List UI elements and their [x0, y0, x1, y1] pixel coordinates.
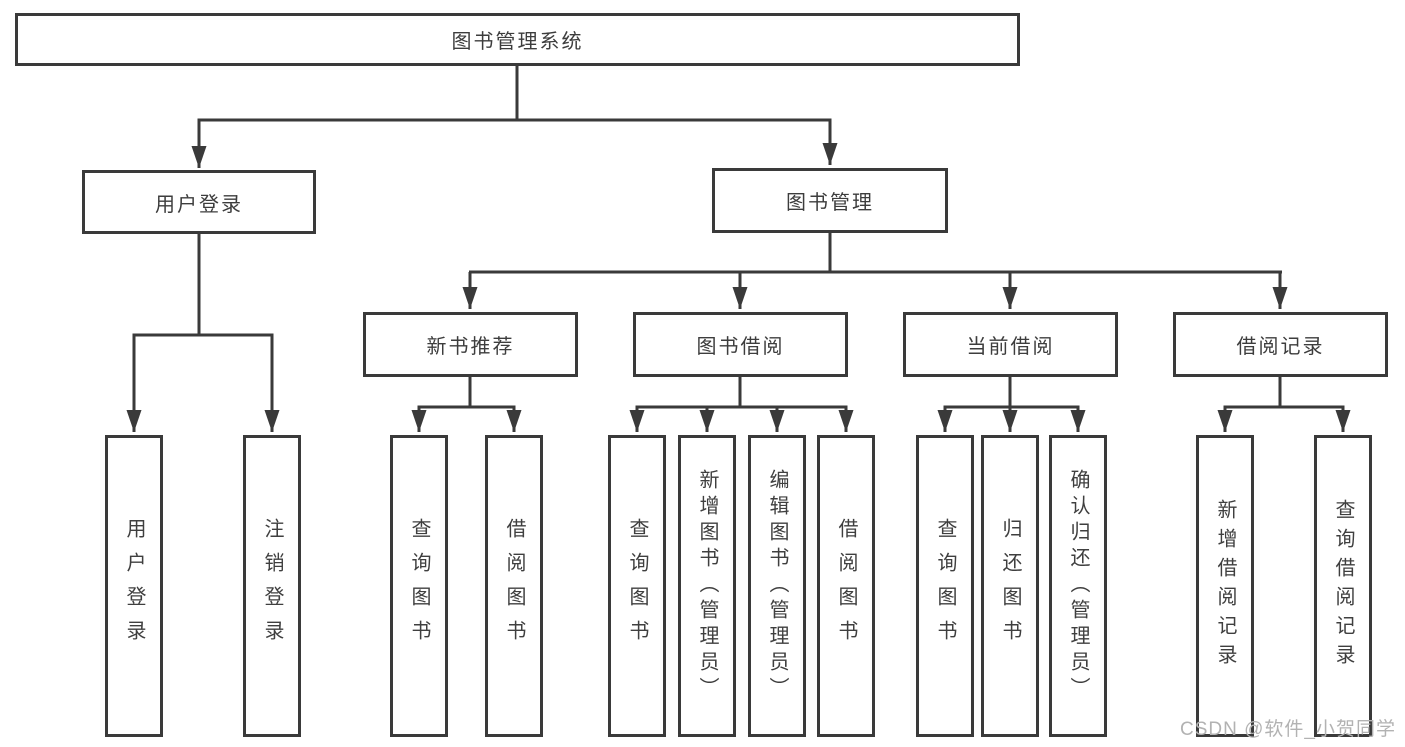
node-book-borrowing: 图书借阅 [633, 312, 848, 377]
leaf-return-books: 归还图书 [981, 435, 1039, 737]
edge-book-mgmt-to-level3 [462, 233, 1288, 309]
node-root-label: 图书管理系统 [451, 31, 584, 53]
leaf-borrow-books-borrowing: 借阅图书 [817, 435, 875, 737]
leaf-query-books-borrowing: 查询图书 [608, 435, 666, 737]
node-current-borrowing: 当前借阅 [903, 312, 1118, 377]
node-borrowing-records-label: 借阅记录 [1236, 336, 1325, 358]
node-borrowing-records: 借阅记录 [1173, 312, 1388, 377]
leaf-edit-books-admin: 编辑图书（管理员） [748, 435, 806, 737]
edge-records-to-leaves [1217, 377, 1351, 432]
node-book-borrowing-label: 图书借阅 [696, 336, 785, 358]
edge-root-to-level2 [191, 66, 838, 168]
leaf-borrow-books-recommend: 借阅图书 [485, 435, 543, 737]
leaf-query-borrow-record: 查询借阅记录 [1314, 435, 1372, 737]
node-user-login-label: 用户登录 [155, 193, 243, 216]
node-user-login: 用户登录 [82, 170, 316, 234]
node-current-borrowing-label: 当前借阅 [966, 336, 1055, 358]
node-new-book-recommend-label: 新书推荐 [426, 336, 515, 358]
leaf-query-books-recommend: 查询图书 [390, 435, 448, 737]
leaf-query-books-current: 查询图书 [916, 435, 974, 737]
leaf-confirm-return-admin: 确认归还（管理员） [1049, 435, 1107, 737]
edge-user-login-to-leaves [126, 234, 280, 432]
node-root-system: 图书管理系统 [15, 13, 1020, 66]
leaf-add-books-admin: 新增图书（管理员） [678, 435, 736, 737]
node-book-management: 图书管理 [712, 168, 948, 233]
edge-new-book-to-leaves [411, 377, 522, 432]
edge-book-borrow-to-leaves [629, 377, 854, 432]
node-new-book-recommend: 新书推荐 [363, 312, 578, 377]
node-book-management-label: 图书管理 [786, 192, 874, 214]
leaf-logout: 注销登录 [243, 435, 301, 737]
csdn-watermark: CSDN @软件_小贺同学 [1180, 719, 1396, 740]
edge-current-borrow-to-leaves [937, 377, 1086, 432]
leaf-add-borrow-record: 新增借阅记录 [1196, 435, 1254, 737]
leaf-user-login: 用户登录 [105, 435, 163, 737]
